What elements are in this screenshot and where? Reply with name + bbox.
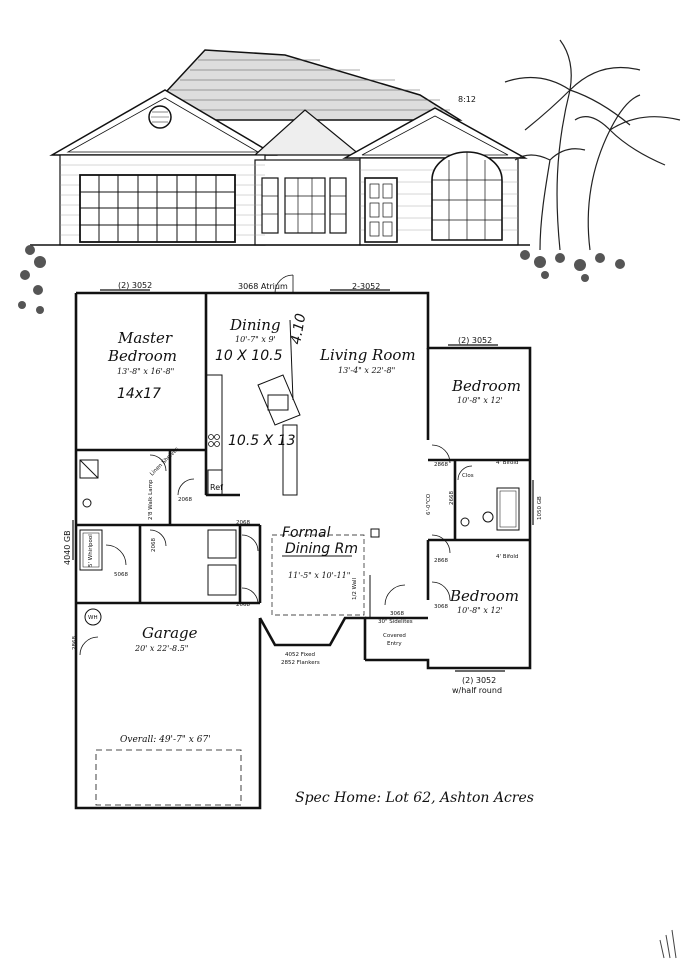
room-formal-note: Formal — [282, 525, 331, 541]
window-label-4040: 4040 GB — [63, 530, 72, 565]
palm-trees-icon — [504, 39, 681, 251]
svg-text:5068: 5068 — [114, 572, 128, 578]
garage-door-outline — [95, 749, 242, 806]
room-bedroom-top-size: 10'-8" x 12' — [457, 396, 503, 405]
svg-text:2068: 2068 — [151, 538, 157, 552]
whirlpool-tub — [79, 529, 103, 571]
room-kitchen-note: 10.5 X 13 — [228, 433, 295, 449]
room-entry-title: Covered — [383, 633, 406, 639]
svg-text:2'8 Walk Lamp: 2'8 Walk Lamp — [148, 479, 154, 520]
room-living-size: 13'-4" x 22'-8" — [338, 366, 395, 375]
roof-pitch-label: 8:12 — [458, 95, 476, 104]
overall-dimensions: Overall: 49'-7" x 67' — [120, 735, 211, 745]
room-dining-note: 10 X 10.5 — [215, 348, 283, 364]
room-garage-title: Garage — [142, 624, 198, 642]
window-label-2852: 2852 Flankers — [281, 660, 320, 666]
svg-text:3068: 3068 — [434, 604, 448, 610]
room-bedroom-bottom-title: Bedroom — [449, 587, 519, 605]
shrubs-icon — [18, 245, 625, 314]
ref-label: Ref — [210, 483, 223, 492]
svg-text:2068: 2068 — [236, 520, 250, 526]
elevation-window-3 — [329, 177, 347, 234]
door-label-atrium: 3068 Atrium — [238, 282, 288, 291]
water-heater-icon — [84, 608, 102, 626]
room-dining-note-2: 4.10 — [288, 312, 309, 346]
plan-labels: (2) 3052 3068 Atrium 2-3052 (2) 3052 (2)… — [63, 281, 543, 806]
svg-text:2668: 2668 — [449, 491, 455, 505]
window-label-bedroom-top: (2) 3052 — [458, 336, 492, 345]
window-label-1050: 1050 GB — [537, 496, 543, 520]
window-label-half-round: w/half round — [452, 686, 502, 695]
door-swings — [79, 274, 473, 656]
window-label-bedroom-bottom: (2) 3052 — [462, 676, 496, 685]
svg-text:6'-0"CO: 6'-0"CO — [426, 493, 432, 515]
window-label-master: (2) 3052 — [118, 281, 152, 290]
room-entry-title-2: Entry — [387, 641, 402, 647]
svg-text:2068: 2068 — [236, 602, 250, 608]
svg-text:WH: WH — [88, 615, 98, 621]
elevation-window-2 — [284, 177, 326, 234]
room-formal-note-2: Dining Rm — [285, 541, 358, 557]
center-gable — [253, 109, 362, 156]
svg-text:2868: 2868 — [434, 558, 448, 564]
room-formal-size: 11'-5" x 10'-11" — [288, 571, 350, 580]
room-master-title: Master — [117, 329, 173, 347]
room-dining-size: 10'-7" x 9' — [235, 335, 276, 344]
front-elevation: 8:12 — [18, 39, 681, 314]
sink-icon — [482, 511, 494, 523]
svg-text:2868: 2868 — [434, 462, 448, 468]
room-master-title-2: Bedroom — [107, 347, 177, 365]
svg-text:3068: 3068 — [390, 611, 404, 617]
svg-text:4' Bifold: 4' Bifold — [496, 554, 518, 560]
svg-text:5' Whirlpool: 5' Whirlpool — [88, 534, 94, 567]
room-bedroom-bottom-size: 10'-8" x 12' — [457, 606, 503, 615]
window-label-4052: 4052 Fixed — [285, 652, 315, 658]
room-dining-title: Dining — [229, 316, 281, 334]
svg-text:1/2 Wall: 1/2 Wall — [352, 577, 358, 600]
elevation-window-1 — [261, 177, 279, 234]
room-garage-size: 20' x 22'-8.5" — [134, 644, 188, 653]
sidelites-label: 30" Sidelites — [378, 619, 413, 625]
room-bedroom-top-title: Bedroom — [451, 377, 521, 395]
svg-text:Clos: Clos — [462, 473, 474, 479]
window-label-living: 2-3052 — [352, 282, 380, 291]
garage-door-panels — [80, 175, 235, 242]
floor-plan: Ref 5' Whirlpool WH — [72, 274, 534, 810]
room-living-title: Living Room — [319, 346, 416, 364]
room-master-size: 13'-8" x 16'-8" — [117, 367, 174, 376]
spec-home-title: Spec Home: Lot 62, Ashton Acres — [295, 790, 534, 806]
room-master-note: 14x17 — [117, 386, 161, 402]
svg-text:2068: 2068 — [178, 497, 192, 503]
svg-text:2868: 2868 — [72, 636, 78, 650]
svg-text:4' Bifold: 4' Bifold — [496, 460, 518, 466]
toilet-icon — [82, 498, 92, 508]
main-roof — [138, 49, 463, 121]
range-burners-icon — [208, 434, 220, 447]
